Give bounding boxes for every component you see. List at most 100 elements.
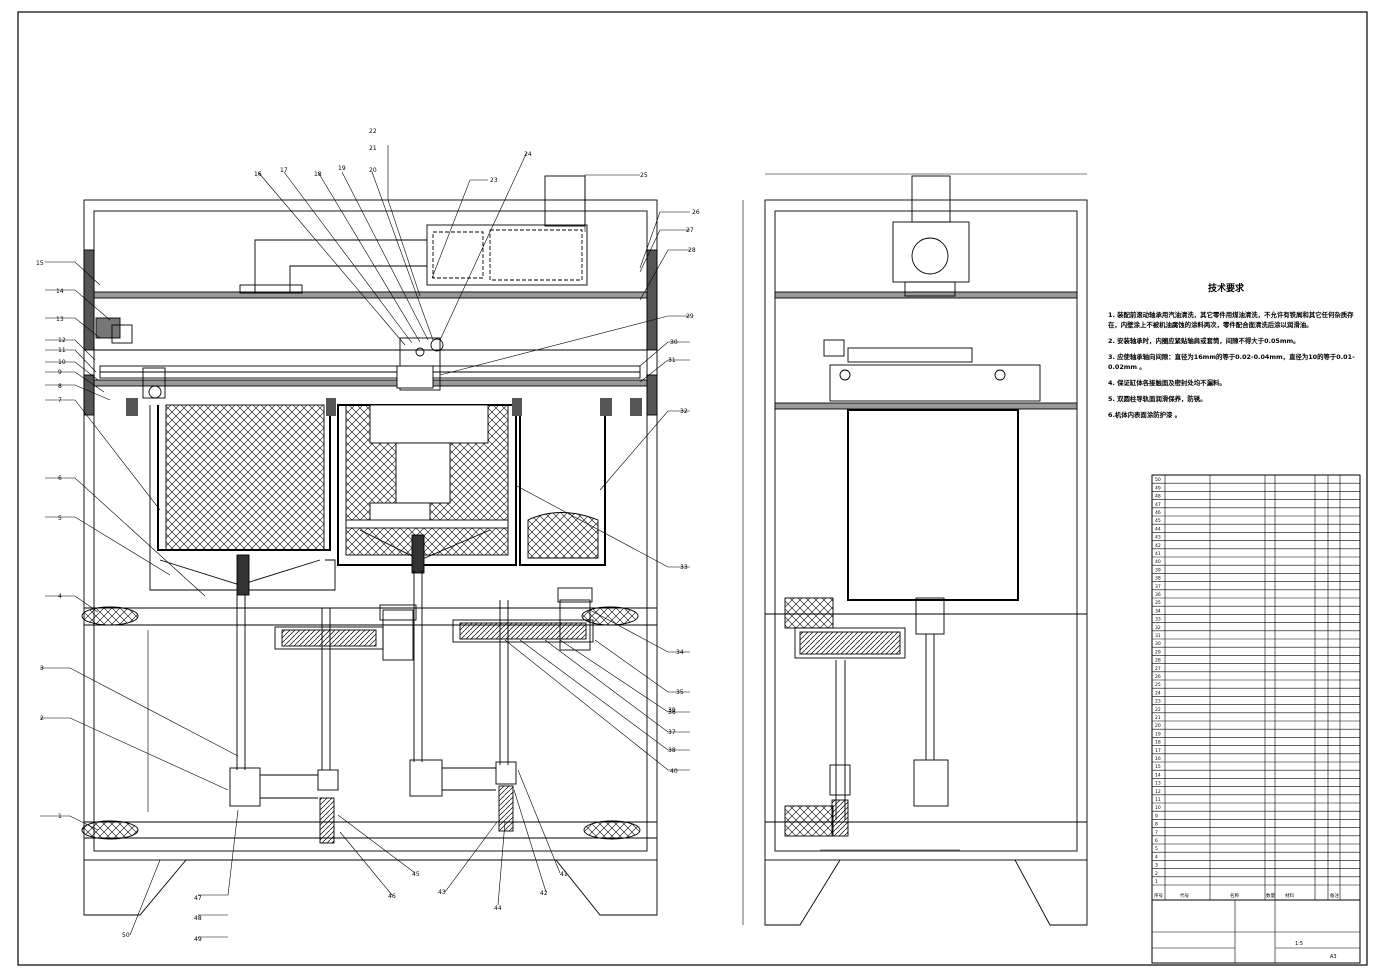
balloon-15: 15 — [36, 260, 44, 267]
balloon-1: 1 — [58, 813, 62, 820]
balloon-10: 10 — [58, 359, 66, 366]
balloon-28: 28 — [688, 247, 696, 254]
tech-req-4: 4. 保证缸体各接触面及密封处均不漏料。 — [1108, 379, 1226, 387]
parts-list-row-number: 13 — [1155, 781, 1161, 787]
parts-list-row-number: 23 — [1155, 699, 1161, 705]
balloon-16: 16 — [254, 171, 262, 178]
balloon-40: 40 — [670, 768, 678, 775]
drawing-scale: 1:5 — [1295, 941, 1303, 947]
parts-list-row-number: 22 — [1155, 707, 1161, 713]
parts-list-header: 备注 — [1330, 892, 1339, 899]
side-view — [742, 173, 1088, 926]
balloon-37: 37 — [668, 729, 676, 736]
balloon-38: 38 — [668, 747, 676, 754]
parts-list-row-number: 37 — [1155, 584, 1161, 590]
sheet-size: A3 — [1330, 954, 1337, 960]
parts-list-text: 5049484746454443424140393837363534333231… — [1154, 477, 1339, 899]
balloon-20: 20 — [369, 167, 377, 174]
sheet-border — [17, 11, 1368, 966]
balloon-13: 13 — [56, 316, 64, 323]
tech-req-2: 2. 安装轴承时，内圈应紧贴轴肩或套筒，间隙不得大于0.05mm。 — [1108, 337, 1300, 345]
balloon-14: 14 — [56, 288, 64, 295]
parts-list-row-number: 35 — [1155, 600, 1161, 606]
parts-list-row-number: 6 — [1155, 838, 1158, 844]
balloon-33: 33 — [680, 564, 688, 571]
balloon-4: 4 — [58, 593, 62, 600]
balloon-17: 17 — [280, 167, 288, 174]
parts-list — [1151, 474, 1361, 964]
parts-list-row-number: 30 — [1155, 641, 1161, 647]
balloon-50: 50 — [122, 932, 130, 939]
parts-list-row-number: 18 — [1155, 740, 1161, 746]
balloon-9: 9 — [58, 369, 62, 376]
balloon-19: 19 — [338, 165, 346, 172]
parts-list-row-number: 38 — [1155, 576, 1161, 582]
parts-list-row-number: 24 — [1155, 690, 1161, 696]
balloon-49: 49 — [194, 936, 202, 943]
parts-list-row-number: 44 — [1155, 526, 1161, 532]
parts-list-row-number: 10 — [1155, 805, 1161, 811]
parts-list-row-number: 46 — [1155, 510, 1161, 516]
parts-list-header: 序号 — [1154, 892, 1163, 899]
title-block-text: A3 1:5 — [1295, 941, 1337, 960]
parts-list-row-number: 20 — [1155, 723, 1161, 729]
balloon-21: 21 — [369, 145, 377, 152]
balloon-46: 46 — [388, 893, 396, 900]
parts-list-row-number: 43 — [1155, 535, 1161, 541]
balloon-48: 48 — [194, 915, 202, 922]
balloon-3: 3 — [40, 665, 44, 672]
balloon-23: 23 — [490, 177, 498, 184]
balloon-42: 42 — [540, 890, 548, 897]
parts-list-row-number: 21 — [1155, 715, 1161, 721]
balloon-2: 2 — [40, 715, 44, 722]
parts-list-header: 数量 — [1266, 892, 1275, 899]
parts-list-row-number: 50 — [1155, 477, 1161, 483]
parts-list-row-number: 7 — [1155, 830, 1158, 836]
parts-list-row-number: 25 — [1155, 682, 1161, 688]
balloon-32: 32 — [680, 408, 688, 415]
balloon-43: 43 — [438, 889, 446, 896]
balloon-11: 11 — [58, 347, 66, 354]
leader-lines — [40, 145, 690, 938]
parts-list-header: 名称 — [1230, 892, 1239, 899]
balloon-35: 35 — [676, 689, 684, 696]
parts-list-row-number: 11 — [1155, 797, 1161, 803]
parts-list-row-number: 49 — [1155, 485, 1161, 491]
parts-list-row-number: 12 — [1155, 789, 1161, 795]
parts-list-row-number: 33 — [1155, 617, 1161, 623]
balloon-25: 25 — [640, 172, 648, 179]
balloon-47: 47 — [194, 895, 202, 902]
parts-list-row-number: 15 — [1155, 764, 1161, 770]
balloon-29: 29 — [686, 313, 694, 320]
parts-list-row-number: 32 — [1155, 625, 1161, 631]
parts-list-row-number: 29 — [1155, 649, 1161, 655]
tech-req-title: 技术要求 — [1208, 282, 1245, 294]
parts-list-row-number: 42 — [1155, 543, 1161, 549]
balloon-6: 6 — [58, 475, 62, 482]
balloon-34: 34 — [676, 649, 684, 656]
parts-list-header: 材料 — [1285, 892, 1294, 899]
technical-requirements: 技术要求 1. 装配前滚动轴承用汽油清洗，其它零件用煤油清洗，不允许有铁屑和其它… — [1108, 282, 1355, 419]
parts-list-row-number: 14 — [1155, 772, 1161, 778]
balloon-30: 30 — [670, 339, 678, 346]
parts-list-row-number: 2 — [1155, 871, 1158, 877]
balloon-numbers: 15 14 13 12 11 10 9 8 7 6 5 4 3 2 1 16 1… — [36, 128, 700, 943]
tech-req-5: 5. 双圆柱导轨面润滑保养，防锈。 — [1108, 395, 1207, 403]
balloon-39: 39 — [668, 707, 676, 714]
parts-list-row-number: 34 — [1155, 608, 1161, 614]
balloon-26: 26 — [692, 209, 700, 216]
balloon-5: 5 — [58, 515, 62, 522]
parts-list-row-number: 45 — [1155, 518, 1161, 524]
balloon-44: 44 — [494, 905, 502, 912]
balloon-45: 45 — [412, 871, 420, 878]
balloon-8: 8 — [58, 383, 62, 390]
parts-list-row-number: 40 — [1155, 559, 1161, 565]
tech-req-3: 3. 应使轴承轴向间隙：直径为16mm的等于0.02-0.04mm，直径为10的… — [1108, 353, 1355, 371]
parts-list-row-number: 4 — [1155, 854, 1158, 860]
front-view — [81, 175, 658, 916]
parts-list-row-number: 17 — [1155, 748, 1161, 754]
balloon-24: 24 — [524, 151, 532, 158]
parts-list-row-number: 48 — [1155, 494, 1161, 500]
parts-list-row-number: 41 — [1155, 551, 1161, 557]
